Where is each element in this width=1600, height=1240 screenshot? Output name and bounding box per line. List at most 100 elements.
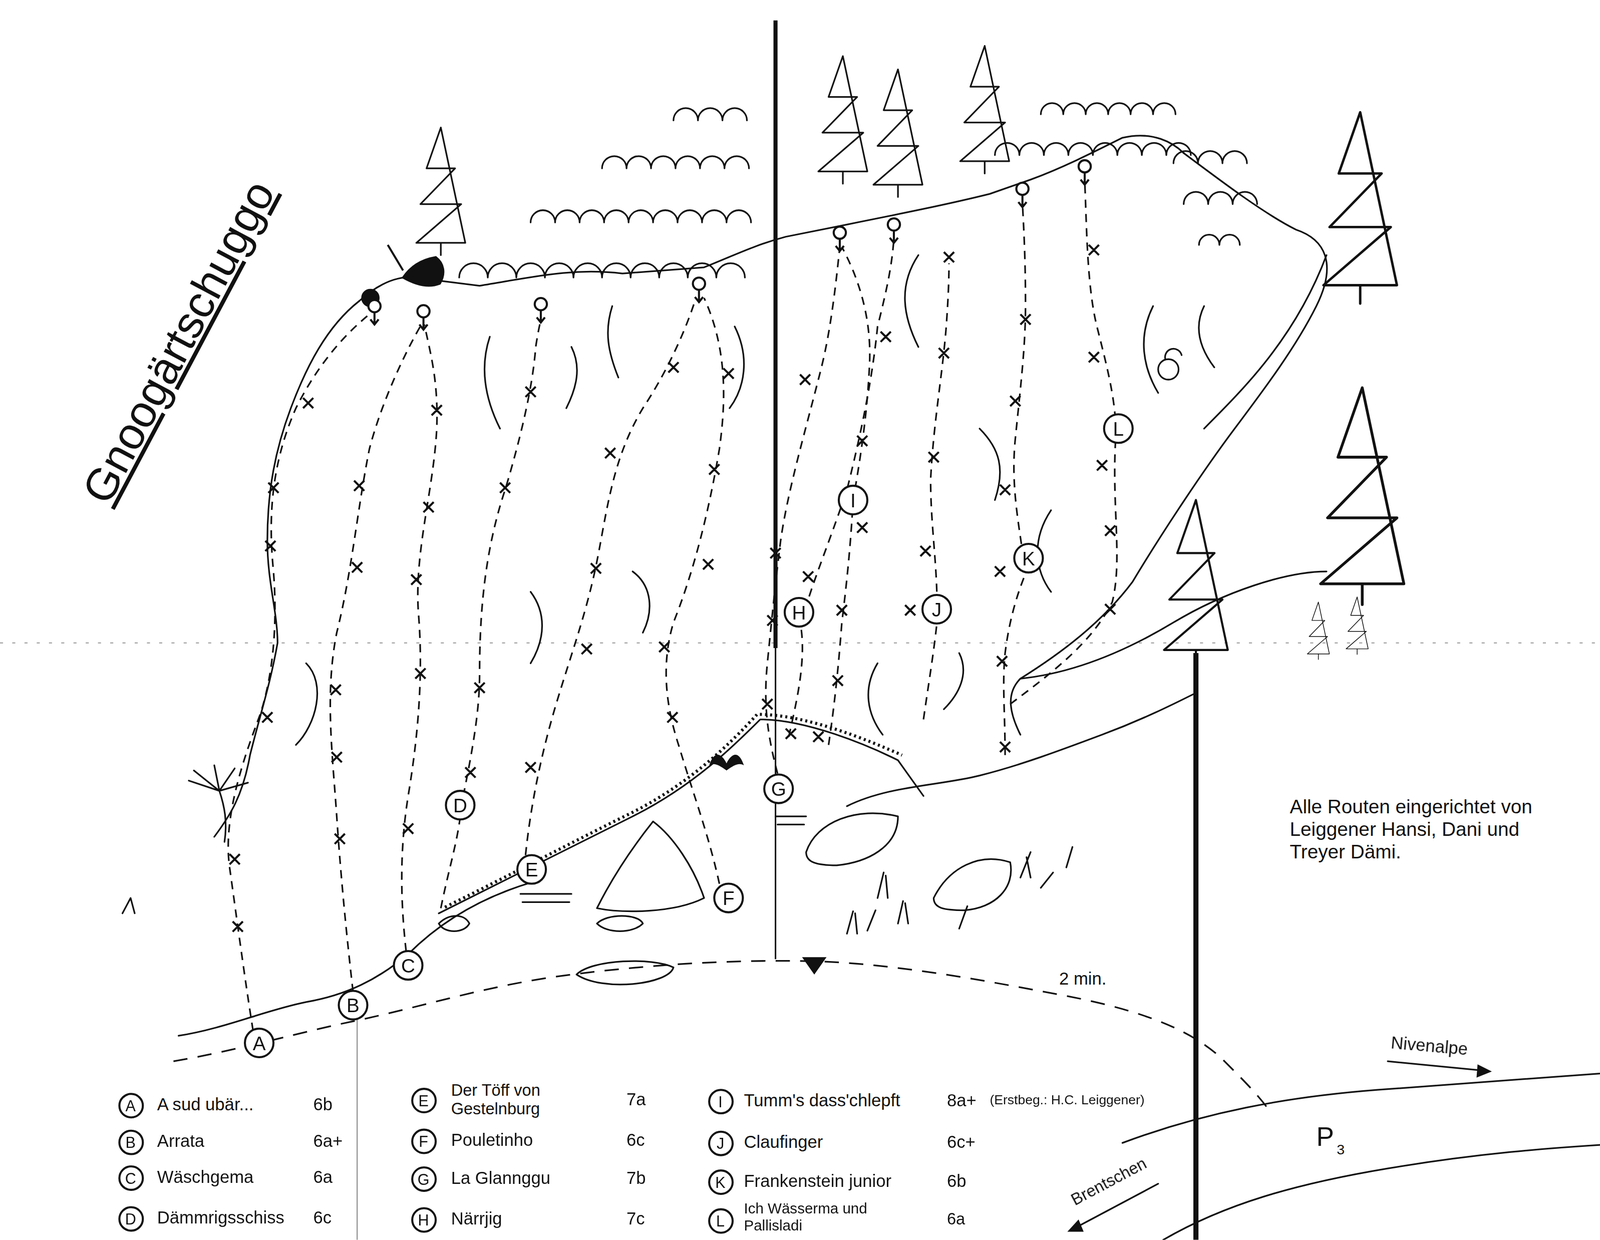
marker-letter: I xyxy=(850,490,856,510)
route-marker: J xyxy=(921,593,952,625)
grade: 7a xyxy=(624,1089,649,1110)
route-marker: D xyxy=(444,789,476,821)
marker-letter: A xyxy=(125,1097,136,1113)
route-name: Tumm's dass'chlepft xyxy=(741,1090,902,1111)
route-line xyxy=(1003,202,1026,755)
legend-marker: F xyxy=(410,1128,437,1154)
rock-base xyxy=(846,694,1194,807)
legend-marker: L xyxy=(707,1207,734,1234)
parking-number: 3 xyxy=(1334,1140,1347,1158)
marker-letter: J xyxy=(716,1135,725,1151)
route-name: La Glannggu xyxy=(449,1168,553,1189)
bat-symbol xyxy=(709,754,744,771)
bush xyxy=(530,210,752,223)
spruce-tree xyxy=(960,46,1010,174)
legend-marker: B xyxy=(117,1129,144,1155)
place-name: Nivenalpe xyxy=(1388,1032,1471,1060)
stones xyxy=(438,816,807,931)
arrow-head xyxy=(1067,1219,1084,1232)
grade: 6a xyxy=(944,1210,968,1229)
spruce-tree xyxy=(1164,499,1228,653)
marker-letter: F xyxy=(418,1133,429,1149)
fold-line xyxy=(356,1010,358,1240)
route-line xyxy=(1010,180,1117,705)
rock-edge xyxy=(1010,153,1327,735)
marker-letter: K xyxy=(715,1173,726,1190)
route-name: Wäschgema xyxy=(155,1167,256,1188)
marker-letter: D xyxy=(125,1210,137,1227)
rock-edge xyxy=(1020,254,1327,679)
grade: 6b xyxy=(310,1094,335,1115)
route-marker: K xyxy=(1013,542,1044,574)
marker-letter: C xyxy=(401,955,416,976)
crag-title: Gnoogärtschuggo xyxy=(72,172,285,512)
spruce-tree xyxy=(873,69,923,198)
grade: 6c xyxy=(310,1208,334,1229)
boulder xyxy=(596,821,705,911)
legend-marker: H xyxy=(410,1206,437,1232)
marker-letter: E xyxy=(418,1092,429,1108)
marker-letter: D xyxy=(453,795,468,815)
parking-sign: P xyxy=(1314,1122,1336,1153)
legend-marker: C xyxy=(117,1164,144,1191)
route-line xyxy=(440,318,541,909)
route-marker: A xyxy=(243,1027,275,1059)
marker-letter: K xyxy=(1022,548,1036,568)
rock-base xyxy=(178,882,531,1037)
grade: 6b xyxy=(944,1171,969,1192)
marker-letter: B xyxy=(125,1134,136,1150)
route-line xyxy=(401,324,437,951)
anchor-arrow xyxy=(370,172,1089,330)
legend-marker: A xyxy=(117,1092,144,1118)
setter-note: Alle Routen eingerichtet von Leiggener H… xyxy=(1287,795,1567,863)
palm-plant xyxy=(188,765,248,842)
route-marker: G xyxy=(763,773,794,805)
road xyxy=(1163,1144,1600,1240)
spruce-tree xyxy=(1320,387,1404,605)
grade: 7b xyxy=(624,1168,649,1189)
bush xyxy=(1158,348,1182,380)
marker-letter: C xyxy=(125,1169,137,1186)
grass-tuft xyxy=(122,846,1073,934)
bush xyxy=(601,156,749,169)
route-marker: F xyxy=(713,882,744,914)
marker-letter: G xyxy=(417,1170,430,1187)
spruce-tree xyxy=(1307,601,1330,660)
time-note: 2 min. xyxy=(1057,969,1109,990)
spruce-tree xyxy=(1323,112,1398,304)
marker-letter: F xyxy=(722,888,735,908)
route-line xyxy=(228,314,370,1031)
route-name: Ich Wässerma und Pallisladi xyxy=(741,1199,925,1234)
route-name: Pouletinho xyxy=(449,1130,536,1151)
route-name: Frankenstein junior xyxy=(741,1171,894,1192)
anchor-ring xyxy=(368,160,1092,318)
route-name: Claufinger xyxy=(741,1132,825,1153)
climber-figure xyxy=(362,244,444,306)
road xyxy=(1122,1073,1600,1144)
marker-letter: B xyxy=(346,995,360,1016)
route-line xyxy=(666,297,724,884)
overhang-hatching xyxy=(444,714,902,907)
bush xyxy=(459,263,746,278)
legend-marker: K xyxy=(707,1168,734,1195)
route-name: Arrata xyxy=(155,1131,207,1152)
legend-marker: I xyxy=(707,1088,734,1114)
fold-line xyxy=(0,642,1600,644)
route-marker: B xyxy=(337,989,369,1021)
place-name: Brentschen xyxy=(1066,1153,1152,1211)
grade: 8a+ xyxy=(944,1090,979,1111)
marker-letter: L xyxy=(1112,418,1124,439)
rock-crack xyxy=(295,254,1215,745)
marker-letter: A xyxy=(252,1033,266,1053)
route-name: Dämmrigsschiss xyxy=(155,1208,287,1229)
spruce-tree xyxy=(1346,596,1369,655)
route-line xyxy=(525,297,696,856)
boulder xyxy=(806,813,898,866)
route-line xyxy=(828,246,870,745)
route-marker: L xyxy=(1103,413,1134,444)
route-line xyxy=(923,263,949,720)
rock-edge xyxy=(359,135,1184,301)
grade: 7c xyxy=(624,1209,648,1230)
route-name: Der Töff von Gestelnburg xyxy=(449,1081,591,1120)
route-marker: E xyxy=(516,853,547,885)
